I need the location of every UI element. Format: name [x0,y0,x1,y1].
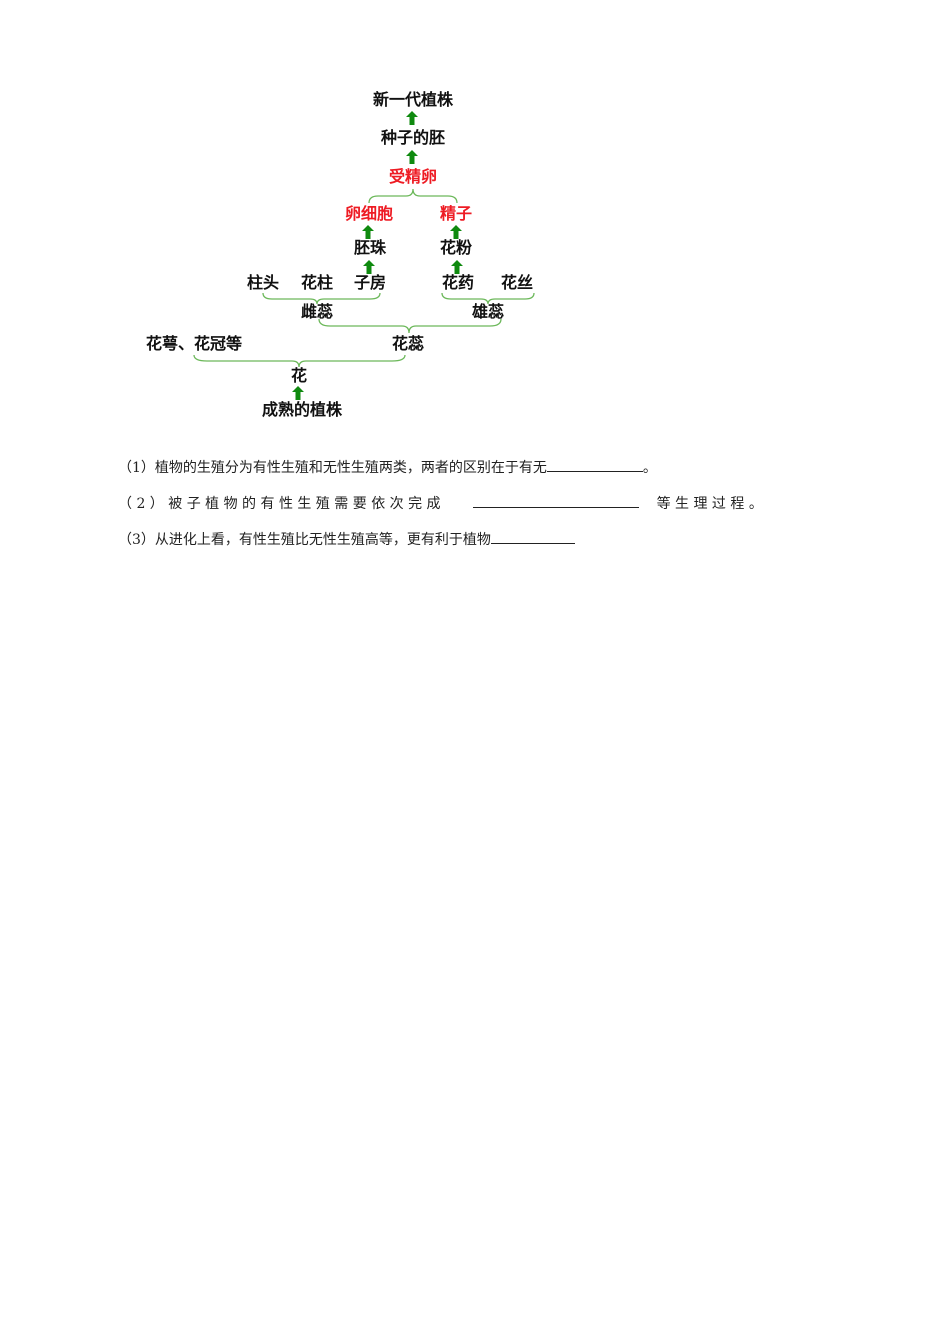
question-3: （3）从进化上看，有性生殖比无性生殖高等，更有利于植物 [118,527,575,550]
up-arrow-icon [450,225,462,239]
node-fertilized-egg: 受精卵 [388,167,438,186]
brace-stamen-pistil [318,318,502,334]
node-pistil: 雌蕊 [300,302,334,321]
up-arrow-icon [406,111,418,125]
answer-blank-2[interactable] [472,491,639,508]
brace-fertilization [368,188,458,204]
up-arrow-icon [406,150,418,164]
node-style: 花柱 [300,273,334,292]
question-suffix: 等 生 理 过 程 。 [656,496,763,512]
brace-pistil [262,292,381,305]
up-arrow-icon [292,386,304,400]
answer-blank-3[interactable] [490,527,575,544]
node-ovule: 胚珠 [353,238,387,257]
question-1: （1）植物的生殖分为有性生殖和无性生殖两类，两者的区别在于有无 。 [118,455,657,478]
node-seed-embryo: 种子的胚 [380,128,446,147]
node-flower: 花 [290,366,308,385]
node-new-plant: 新一代植株 [372,90,454,109]
question-text: （1）植物的生殖分为有性生殖和无性生殖两类，两者的区别在于有无 [118,460,547,476]
question-suffix: 。 [642,460,657,476]
up-arrow-icon [362,225,374,239]
node-egg-cell: 卵细胞 [344,204,394,223]
node-anther: 花药 [441,273,475,292]
brace-stamen [441,292,535,305]
node-sepal-petal: 花萼、花冠等 [145,334,243,353]
node-pollen: 花粉 [439,238,473,257]
up-arrow-icon [451,260,463,274]
node-ovary: 子房 [353,273,387,292]
brace-flower [193,354,406,368]
node-stigma: 柱头 [246,273,280,292]
node-sperm: 精子 [439,204,473,223]
node-stamen-pistil: 花蕊 [391,334,425,353]
question-text: （3）从进化上看，有性生殖比无性生殖高等，更有利于植物 [118,532,491,548]
answer-blank-1[interactable] [546,455,643,472]
question-2: （ 2 ） 被 子 植 物 的 有 性 生 殖 需 要 依 次 完 成 等 生 理… [118,491,763,514]
question-text: （ 2 ） 被 子 植 物 的 有 性 生 殖 需 要 依 次 完 成 [118,496,441,512]
up-arrow-icon [363,260,375,274]
node-stamen: 雄蕊 [471,302,505,321]
node-filament: 花丝 [500,273,534,292]
node-mature-plant: 成熟的植株 [261,400,343,419]
